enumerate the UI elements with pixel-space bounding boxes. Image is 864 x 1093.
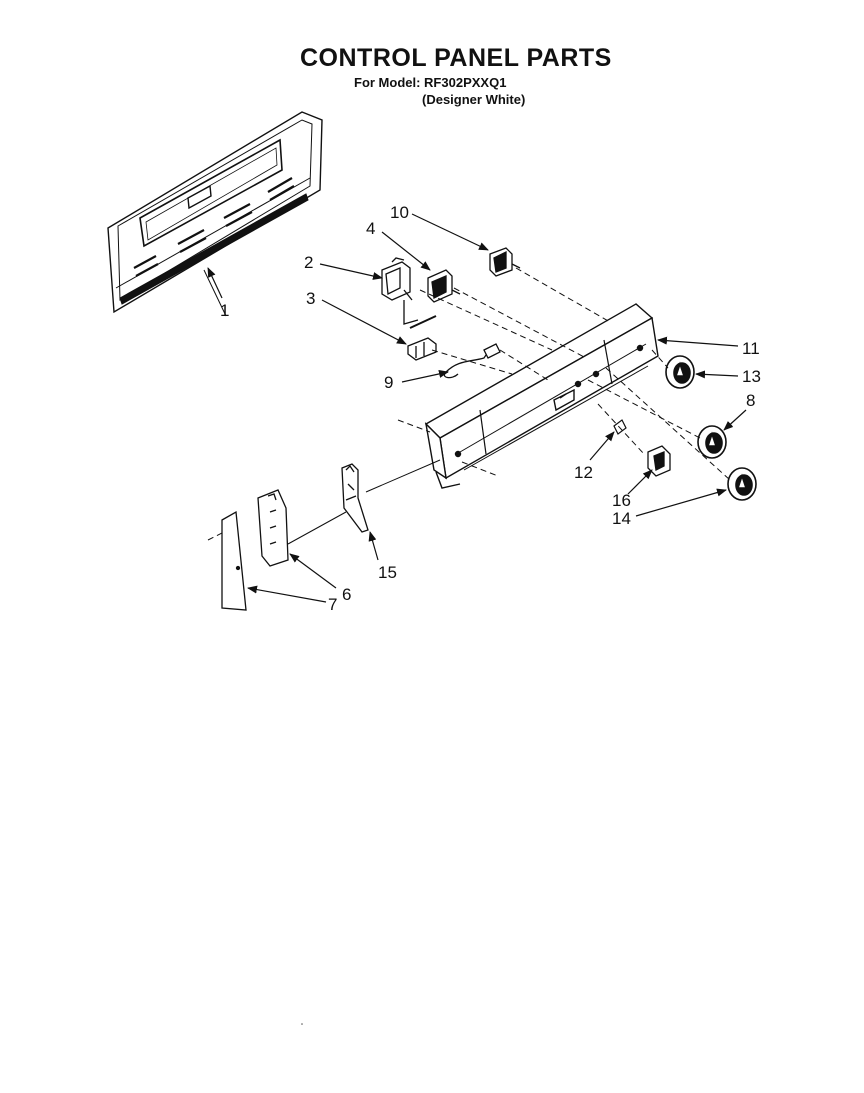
- part-switch-4: [427, 269, 461, 303]
- callout-11: 11: [742, 339, 760, 358]
- part-end-cap-6: [257, 489, 289, 567]
- part-control-console: [424, 303, 659, 489]
- callout-1: 1: [220, 301, 229, 320]
- part-switch-2: [381, 257, 437, 329]
- callout-7: 7: [328, 595, 337, 614]
- part-wire-9: [443, 343, 501, 379]
- callout-16: 16: [612, 491, 631, 510]
- part-terminal-3: [407, 337, 437, 361]
- leader-arrows: [207, 213, 747, 603]
- assembly-solid-lines: [287, 459, 441, 545]
- part-knob-13: [665, 355, 695, 389]
- scan-speck: [301, 1023, 303, 1025]
- part-clip-12: [613, 419, 627, 435]
- page-header: CONTROL PANEL PARTS For Model: RF302PXXQ…: [0, 0, 864, 110]
- callout-4: 4: [366, 219, 375, 238]
- model-number: For Model: RF302PXXQ1: [354, 75, 507, 90]
- callout-12: 12: [574, 463, 593, 482]
- callout-13: 13: [742, 367, 761, 386]
- page-title: CONTROL PANEL PARTS: [300, 44, 612, 72]
- callout-14: 14: [612, 509, 631, 528]
- part-switch-10: [489, 247, 521, 277]
- part-knob-14: [727, 467, 757, 501]
- assembly-lines: [207, 267, 731, 541]
- callout-9: 9: [384, 373, 393, 392]
- callout-15: 15: [378, 563, 397, 582]
- callout-8: 8: [746, 391, 755, 410]
- callout-6: 6: [342, 585, 351, 604]
- callout-10: 10: [390, 203, 409, 222]
- model-variant: (Designer White): [422, 92, 526, 107]
- part-switch-16: [647, 445, 671, 477]
- part-backguard-panel: [107, 111, 323, 317]
- callout-2: 2: [304, 253, 313, 272]
- part-bracket-15: [341, 463, 369, 533]
- part-knob-8: [697, 425, 727, 459]
- callout-3: 3: [306, 289, 315, 308]
- part-side-trim-7: [221, 510, 247, 611]
